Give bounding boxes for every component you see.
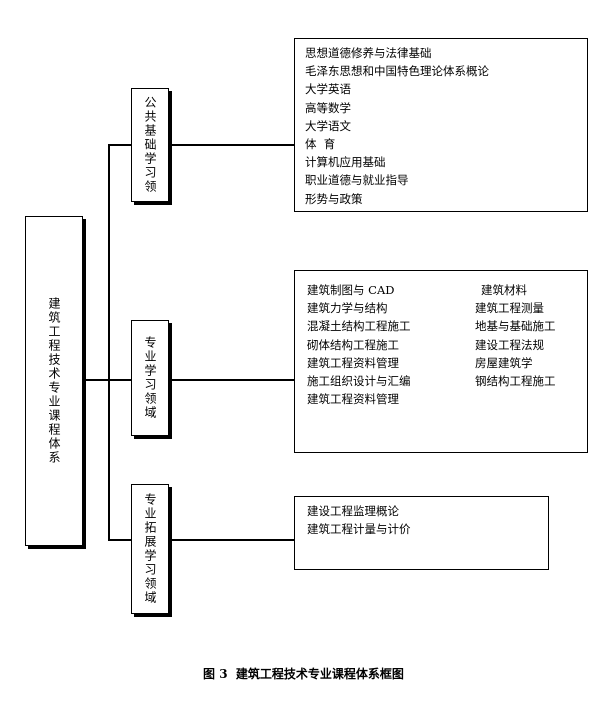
trunk-line xyxy=(108,144,110,539)
course-item: 大学语文 xyxy=(305,118,351,133)
course-item: 思想道德修养与法律基础 xyxy=(305,46,432,60)
course-item: 钢结构工程施工 xyxy=(475,374,556,389)
branch-line-1 xyxy=(108,144,131,146)
course-box-public: 思想道德修养与法律基础 毛泽东思想和中国特色理论体系概论 大学英语 高等数学 大… xyxy=(294,38,588,212)
course-item: 建筑材料 xyxy=(481,283,527,297)
course-item: 计算机应用基础 xyxy=(305,155,386,170)
course-item: 混凝土结构工程施工 xyxy=(307,319,411,334)
course-item: 建设工程监理概论 xyxy=(307,504,399,518)
course-item: 地基与基础施工 xyxy=(475,319,556,334)
domain-label-public: 公共基础学习领 xyxy=(143,96,157,194)
course-box-extension: 建设工程监理概论 建筑工程计量与计价 xyxy=(294,496,549,570)
root-node: 建筑工程技术专业课程体系 xyxy=(25,216,83,546)
course-item: 高等数学 xyxy=(305,100,351,115)
course-list-public: 思想道德修养与法律基础 毛泽东思想和中国特色理论体系概论 大学英语 高等数学 大… xyxy=(305,44,489,208)
domain-node-public: 公共基础学习领 xyxy=(131,88,169,202)
root-connector xyxy=(83,379,109,381)
domain-node-professional: 专业学习领域 xyxy=(131,320,169,436)
domain-label-professional: 专业学习领域 xyxy=(143,336,157,420)
course-item: 施工组织设计与汇编 xyxy=(307,374,411,389)
course-item: 建筑工程资料管理 xyxy=(307,392,399,407)
course-list-extension: 建设工程监理概论 建筑工程计量与计价 xyxy=(307,502,411,538)
course-item: 房屋建筑学 xyxy=(475,355,533,370)
domain-label-extension: 专业拓展学习领域 xyxy=(143,493,157,605)
course-item: 职业道德与就业指导 xyxy=(305,173,409,188)
domain-connector-3 xyxy=(169,539,294,541)
domain-connector-1 xyxy=(169,144,294,146)
course-item: 建筑工程资料管理 xyxy=(307,355,399,370)
course-list-professional-right: 建筑材料 建筑工程测量 地基与基础施工 建设工程法规 房屋建筑学 钢结构工程施工 xyxy=(475,281,556,390)
branch-line-2 xyxy=(108,379,131,381)
figure-caption: 图 3 建筑工程技术专业课程体系框图 xyxy=(203,667,404,681)
course-item: 毛泽东思想和中国特色理论体系概论 xyxy=(305,64,489,79)
branch-line-3 xyxy=(108,539,131,541)
course-item: 建筑工程测量 xyxy=(475,301,544,316)
course-item: 形势与政策 xyxy=(305,191,363,206)
root-label: 建筑工程技术专业课程体系 xyxy=(47,297,61,465)
course-item: 建筑工程计量与计价 xyxy=(307,522,411,537)
course-item: 建筑力学与结构 xyxy=(307,301,388,316)
course-item: 体 育 xyxy=(305,137,336,152)
domain-node-extension: 专业拓展学习领域 xyxy=(131,484,169,614)
course-item: 建筑制图与 CAD xyxy=(307,283,395,297)
course-list-professional-left: 建筑制图与 CAD 建筑力学与结构 混凝土结构工程施工 砌体结构工程施工 建筑工… xyxy=(307,281,411,408)
domain-connector-2 xyxy=(169,379,294,381)
course-item: 砌体结构工程施工 xyxy=(307,337,399,352)
course-box-professional: 建筑制图与 CAD 建筑力学与结构 混凝土结构工程施工 砌体结构工程施工 建筑工… xyxy=(294,270,588,453)
course-item: 建设工程法规 xyxy=(475,337,544,352)
course-item: 大学英语 xyxy=(305,82,351,97)
